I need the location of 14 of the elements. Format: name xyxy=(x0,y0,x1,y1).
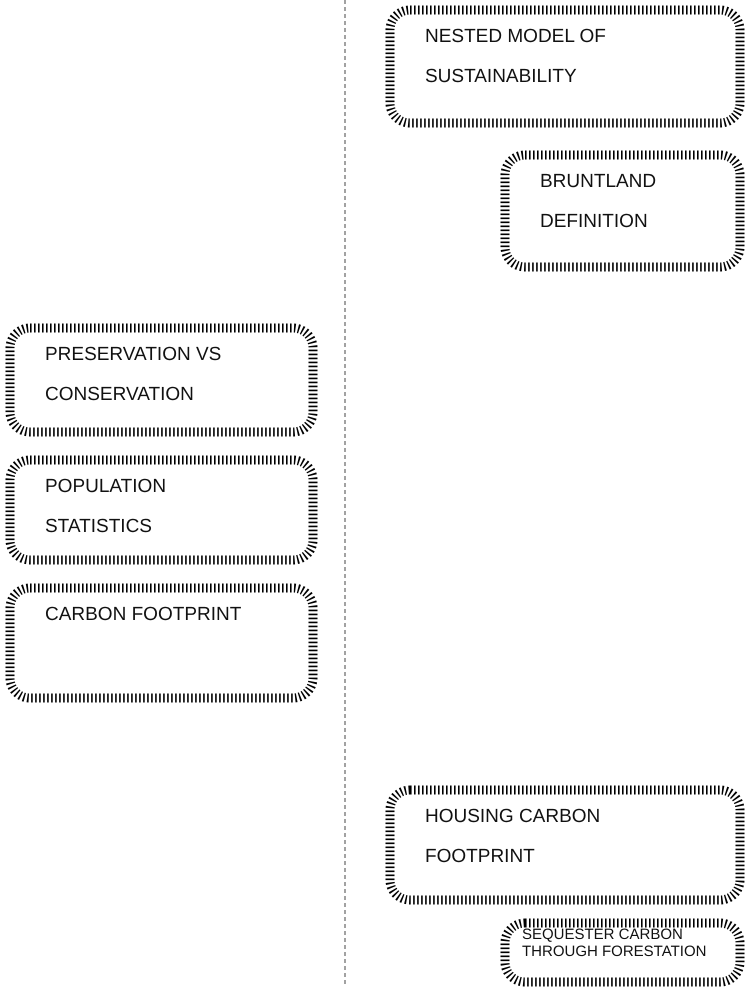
topic-card xyxy=(5,323,318,437)
topic-card xyxy=(5,583,318,703)
topic-label: NESTED MODEL OF SUSTAINABILITY xyxy=(425,25,607,89)
topic-card xyxy=(385,5,745,128)
topic-card xyxy=(500,150,745,272)
topic-label: CARBON FOOTPRINT xyxy=(45,603,242,627)
topic-label: PRESERVATION VS CONSERVATION xyxy=(45,343,222,407)
topic-label: HOUSING CARBON FOOTPRINT xyxy=(425,805,602,869)
topic-label: BRUNTLAND DEFINITION xyxy=(540,170,658,234)
topic-label: POPULATION STATISTICS xyxy=(45,475,168,539)
topic-card xyxy=(500,918,745,987)
topic-label: SEQUESTER CARBON THROUGH FORESTATION xyxy=(522,926,708,960)
topic-card xyxy=(5,455,318,565)
topic-card xyxy=(385,785,745,905)
